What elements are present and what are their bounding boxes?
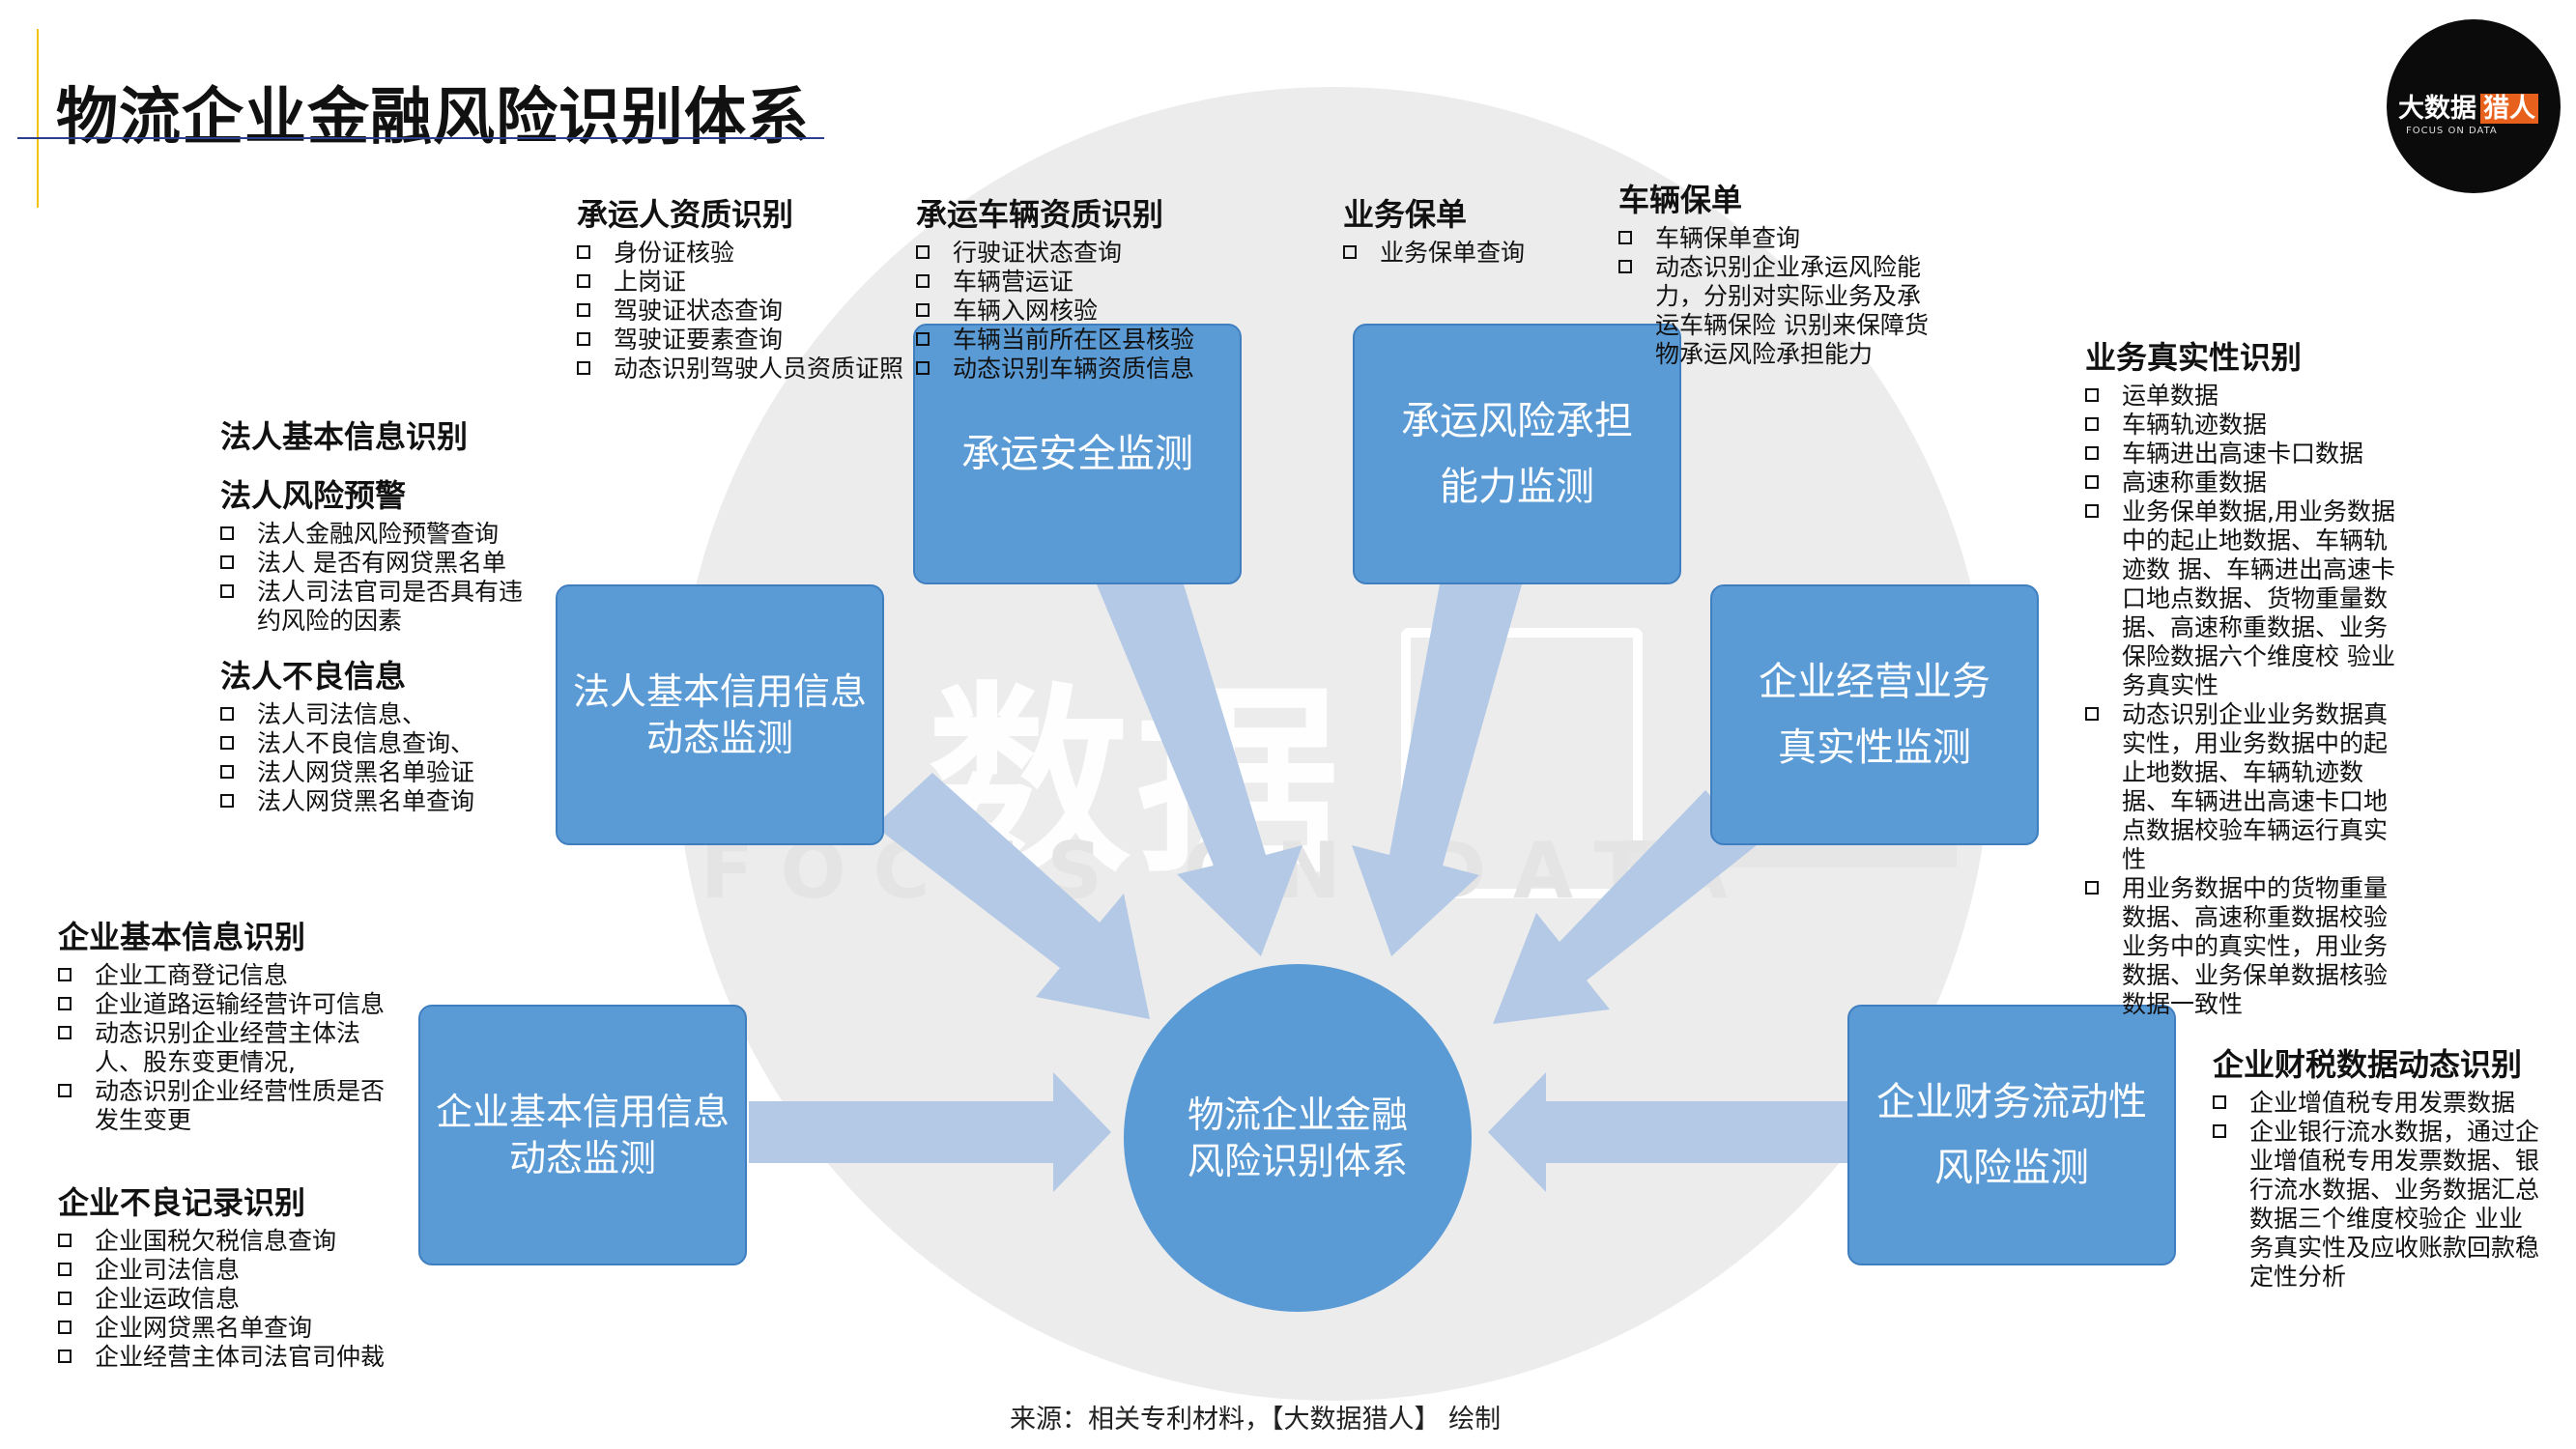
carrier-risk-monitor-box: 承运风险承担 能力监测 — [1353, 324, 1681, 584]
vehicle-insurance-group: 车辆保单 车辆保单查询 动态识别企业承运风险能力，分别对实际业务及承运车辆保险 … — [1618, 176, 1942, 369]
list-item: 运单数据 — [2085, 382, 2404, 411]
list-item: 车辆保单查询 — [1618, 224, 1942, 253]
list-item: 身份证核验 — [577, 239, 910, 268]
list-item: 企业增值税专用发票数据 — [2213, 1089, 2546, 1118]
list-item: 企业银行流水数据，通过企业增值税专用发票数据、银行流水数据、业务数据汇总数据三个… — [2213, 1118, 2546, 1292]
list-item: 企业司法信息 — [58, 1256, 415, 1285]
center-system-circle: 物流企业金融 风险识别体系 — [1124, 964, 1472, 1312]
list-item: 动态识别车辆资质信息 — [916, 355, 1206, 384]
business-insurance-group: 业务保单 业务保单查询 — [1343, 190, 1594, 268]
list-item: 用业务数据中的货物重量数据、高速称重数据校验业务中的真实性，用业务数据、业务保单… — [2085, 874, 2404, 1019]
list-item: 业务保单查询 — [1343, 239, 1594, 268]
list-item: 车辆当前所在区县核验 — [916, 326, 1206, 355]
logo-text: 大数据猎人 — [2398, 87, 2538, 125]
list-item: 法人司法信息、 — [220, 700, 539, 729]
list-item: 法人网贷黑名单验证 — [220, 758, 539, 787]
group-title: 法人基本信息识别 — [220, 418, 469, 455]
group-title: 法人风险预警 — [220, 477, 407, 514]
group-title: 承运车辆资质识别 — [916, 196, 1164, 233]
legal-bad-info-group: 法人不良信息 法人司法信息、 法人不良信息查询、 法人网贷黑名单验证 法人网贷黑… — [220, 652, 539, 816]
enterprise-credit-monitor-box: 企业基本信用信息 动态监测 — [418, 1005, 747, 1265]
list-item: 动态识别企业经营性质是否发生变更 — [58, 1077, 406, 1135]
brand-logo: 大数据猎人 FOCUS ON DATA — [2387, 19, 2561, 193]
list-item: 车辆入网核验 — [916, 297, 1206, 326]
group-title: 车辆保单 — [1618, 182, 1743, 218]
list-item: 法人不良信息查询、 — [220, 729, 539, 758]
accent-line — [37, 29, 39, 208]
source-note: 来源：相关专利材料，【大数据猎人】 绘制 — [1010, 1405, 1502, 1435]
legal-credit-monitor-box: 法人基本信用信息 动态监测 — [556, 584, 884, 845]
list-item: 法人司法官司是否具有违约风险的因素 — [220, 578, 539, 636]
transport-safety-monitor-box: 承运安全监测 — [913, 324, 1242, 584]
arrow-from-carrier-risk — [1352, 584, 1522, 956]
enterprise-bad-record-group: 企业不良记录识别 企业国税欠税信息查询 企业司法信息 企业运政信息 企业网贷黑名… — [58, 1179, 415, 1372]
list-item: 企业道路运输经营许可信息 — [58, 990, 406, 1019]
group-title: 企业不良记录识别 — [58, 1184, 306, 1221]
finance-liquidity-monitor-box: 企业财务流动性 风险监测 — [1847, 1005, 2176, 1265]
tax-data-group: 企业财税数据动态识别 企业增值税专用发票数据 企业银行流水数据，通过企业增值税专… — [2213, 1040, 2546, 1292]
watermark-frame — [1401, 628, 1643, 898]
list-item: 车辆轨迹数据 — [2085, 411, 2404, 440]
list-item: 动态识别企业承运风险能力，分别对实际业务及承运车辆保险 识别来保障货物承运风险承… — [1618, 253, 1942, 369]
list-item: 企业经营主体司法官司仲裁 — [58, 1343, 415, 1372]
business-authenticity-group: 业务真实性识别 运单数据 车辆轨迹数据 车辆进出高速卡口数据 高速称重数据 业务… — [2085, 333, 2404, 1019]
list-item: 企业网贷黑名单查询 — [58, 1314, 415, 1343]
group-title: 企业财税数据动态识别 — [2213, 1046, 2523, 1083]
arrow-from-transport-safety — [1097, 584, 1302, 956]
list-item: 高速称重数据 — [2085, 469, 2404, 497]
list-item: 企业工商登记信息 — [58, 961, 406, 990]
list-item: 车辆进出高速卡口数据 — [2085, 440, 2404, 469]
list-item: 驾驶证状态查询 — [577, 297, 910, 326]
list-item: 驾驶证要素查询 — [577, 326, 910, 355]
list-item: 法人网贷黑名单查询 — [220, 787, 539, 816]
group-title: 法人不良信息 — [220, 658, 407, 695]
arrow-from-enterprise-credit — [749, 1072, 1111, 1192]
page-title: 物流企业金融风险识别体系 — [56, 82, 810, 154]
vehicle-qualification-group: 承运车辆资质识别 行驶证状态查询 车辆营运证 车辆入网核验 车辆当前所在区县核验… — [916, 190, 1206, 384]
arrow-from-business-authenticity — [1493, 790, 1757, 1024]
group-title: 业务真实性识别 — [2085, 339, 2303, 376]
list-item: 企业国税欠税信息查询 — [58, 1227, 415, 1256]
logo-subtext: FOCUS ON DATA — [2406, 126, 2498, 136]
group-title: 承运人资质识别 — [577, 196, 794, 233]
list-item: 动态识别企业业务数据真实性，用业务数据中的起止地数据、车辆轨迹数据、车辆进出高速… — [2085, 700, 2404, 874]
group-title: 企业基本信息识别 — [58, 919, 306, 955]
list-item: 法人金融风险预警查询 — [220, 520, 539, 549]
carrier-qualification-group: 承运人资质识别 身份证核验 上岗证 驾驶证状态查询 驾驶证要素查询 动态识别驾驶… — [577, 190, 910, 384]
arrow-from-legal-credit — [874, 773, 1150, 1019]
legal-warning-group: 法人风险预警 法人金融风险预警查询 法人 是否有网贷黑名单 法人司法官司是否具有… — [220, 471, 539, 636]
legal-basic-group: 法人基本信息识别 — [220, 412, 568, 461]
list-item: 车辆营运证 — [916, 268, 1206, 297]
logo-accent-text: 猎人 — [2480, 94, 2538, 124]
title-underline — [17, 137, 824, 139]
list-item: 法人 是否有网贷黑名单 — [220, 549, 539, 578]
list-item: 企业运政信息 — [58, 1285, 415, 1314]
enterprise-basic-info-group: 企业基本信息识别 企业工商登记信息 企业道路运输经营许可信息 动态识别企业经营主… — [58, 913, 406, 1135]
list-item: 动态识别驾驶人员资质证照 — [577, 355, 910, 384]
list-item: 行驶证状态查询 — [916, 239, 1206, 268]
business-authenticity-monitor-box: 企业经营业务 真实性监测 — [1710, 584, 2039, 845]
arrow-from-finance-liquidity — [1488, 1072, 1850, 1192]
list-item: 动态识别企业经营主体法人、股东变更情况, — [58, 1019, 406, 1077]
list-item: 上岗证 — [577, 268, 910, 297]
group-title: 业务保单 — [1343, 196, 1468, 233]
list-item: 业务保单数据,用业务数据中的起止地数据、车辆轨迹数 据、车辆进出高速卡口地点数据… — [2085, 497, 2404, 700]
